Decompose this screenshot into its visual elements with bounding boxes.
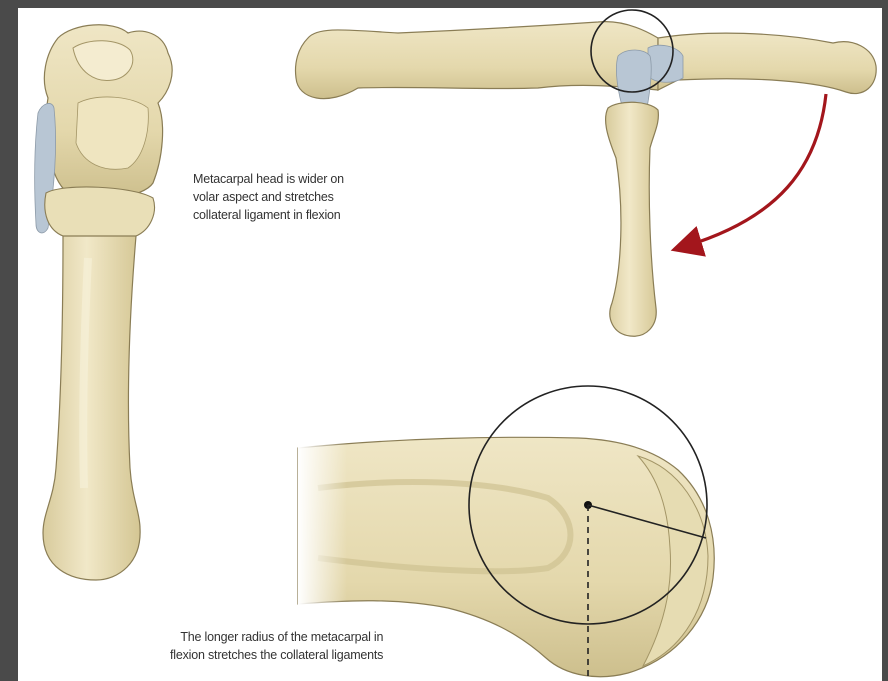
anatomy-illustration — [18, 8, 882, 681]
caption-top-line: Metacarpal head is wider on — [193, 170, 344, 188]
left-bone-dorsal-view — [35, 25, 172, 580]
caption-bottom: The longer radius of the metacarpal in f… — [170, 628, 383, 664]
finger-extended — [296, 22, 877, 99]
caption-top: Metacarpal head is wider on volar aspect… — [193, 170, 344, 224]
caption-top-line: collateral ligament in flexion — [193, 206, 344, 224]
caption-bottom-line: flexion stretches the collateral ligamen… — [170, 646, 383, 664]
flexion-arrow — [686, 94, 826, 246]
diagram-canvas: Metacarpal head is wider on volar aspect… — [18, 8, 882, 681]
caption-bottom-line: The longer radius of the metacarpal in — [170, 628, 383, 646]
caption-top-line: volar aspect and stretches — [193, 188, 344, 206]
